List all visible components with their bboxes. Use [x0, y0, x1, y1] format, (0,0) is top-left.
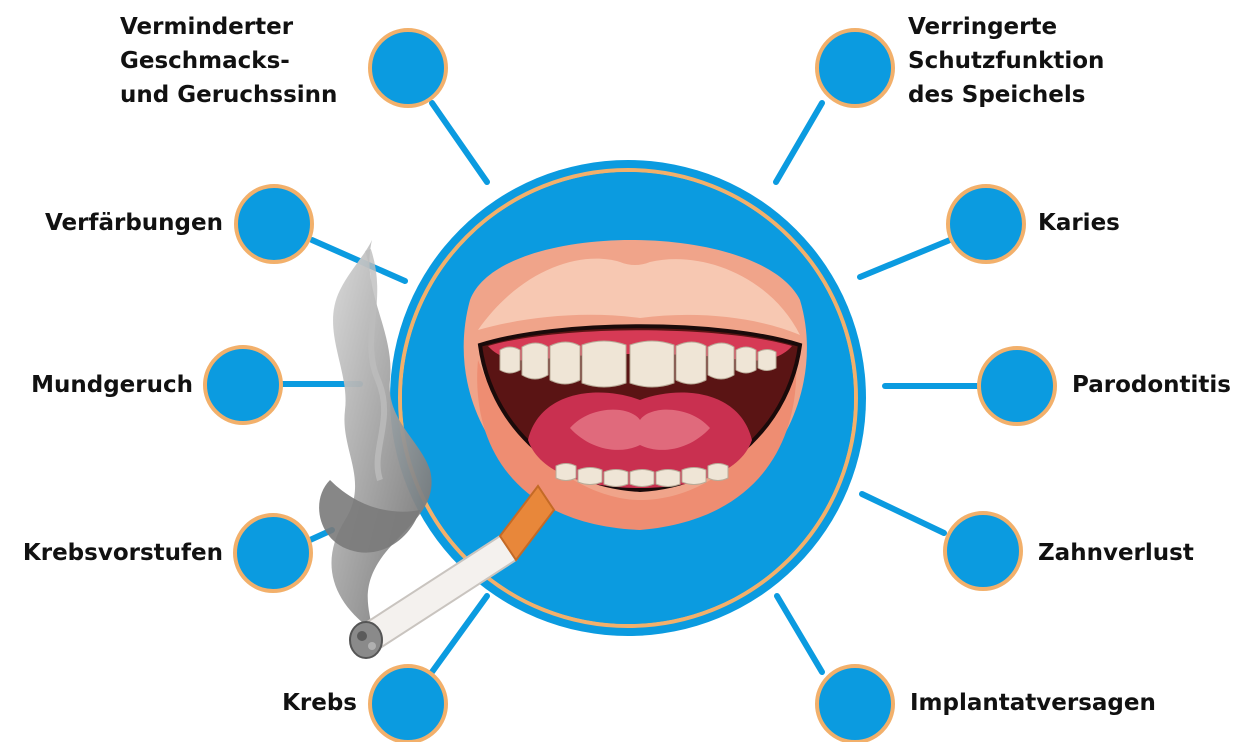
node-periodontitis	[979, 348, 1055, 424]
node-saliva	[817, 30, 893, 106]
label-precancer: Krebsvorstufen	[23, 536, 223, 570]
connector-implant	[777, 596, 822, 672]
node-cancer	[370, 666, 446, 742]
label-implant-failure: Implantatversagen	[910, 686, 1156, 720]
label-cancer: Krebs	[282, 686, 357, 720]
node-implant	[817, 666, 893, 742]
connector-tooth-loss	[862, 494, 944, 533]
label-tooth-loss: Zahnverlust	[1038, 536, 1194, 570]
label-bad-breath: Mundgeruch	[31, 368, 193, 402]
node-bad-breath	[205, 347, 281, 423]
connector-saliva	[776, 103, 822, 182]
connector-taste-smell	[432, 103, 487, 182]
node-precancer	[235, 515, 311, 591]
node-discoloration	[236, 186, 312, 262]
label-caries: Karies	[1038, 206, 1120, 240]
label-taste-smell: Verminderter Geschmacks- und Geruchssinn	[120, 10, 337, 112]
node-tooth-loss	[945, 513, 1021, 589]
label-saliva: Verringerte Schutzfunktion des Speichels	[908, 10, 1104, 112]
label-periodontitis: Parodontitis	[1072, 368, 1231, 402]
label-discoloration: Verfärbungen	[45, 206, 223, 240]
node-taste-smell	[370, 30, 446, 106]
connector-caries	[860, 240, 950, 277]
node-caries	[948, 186, 1024, 262]
